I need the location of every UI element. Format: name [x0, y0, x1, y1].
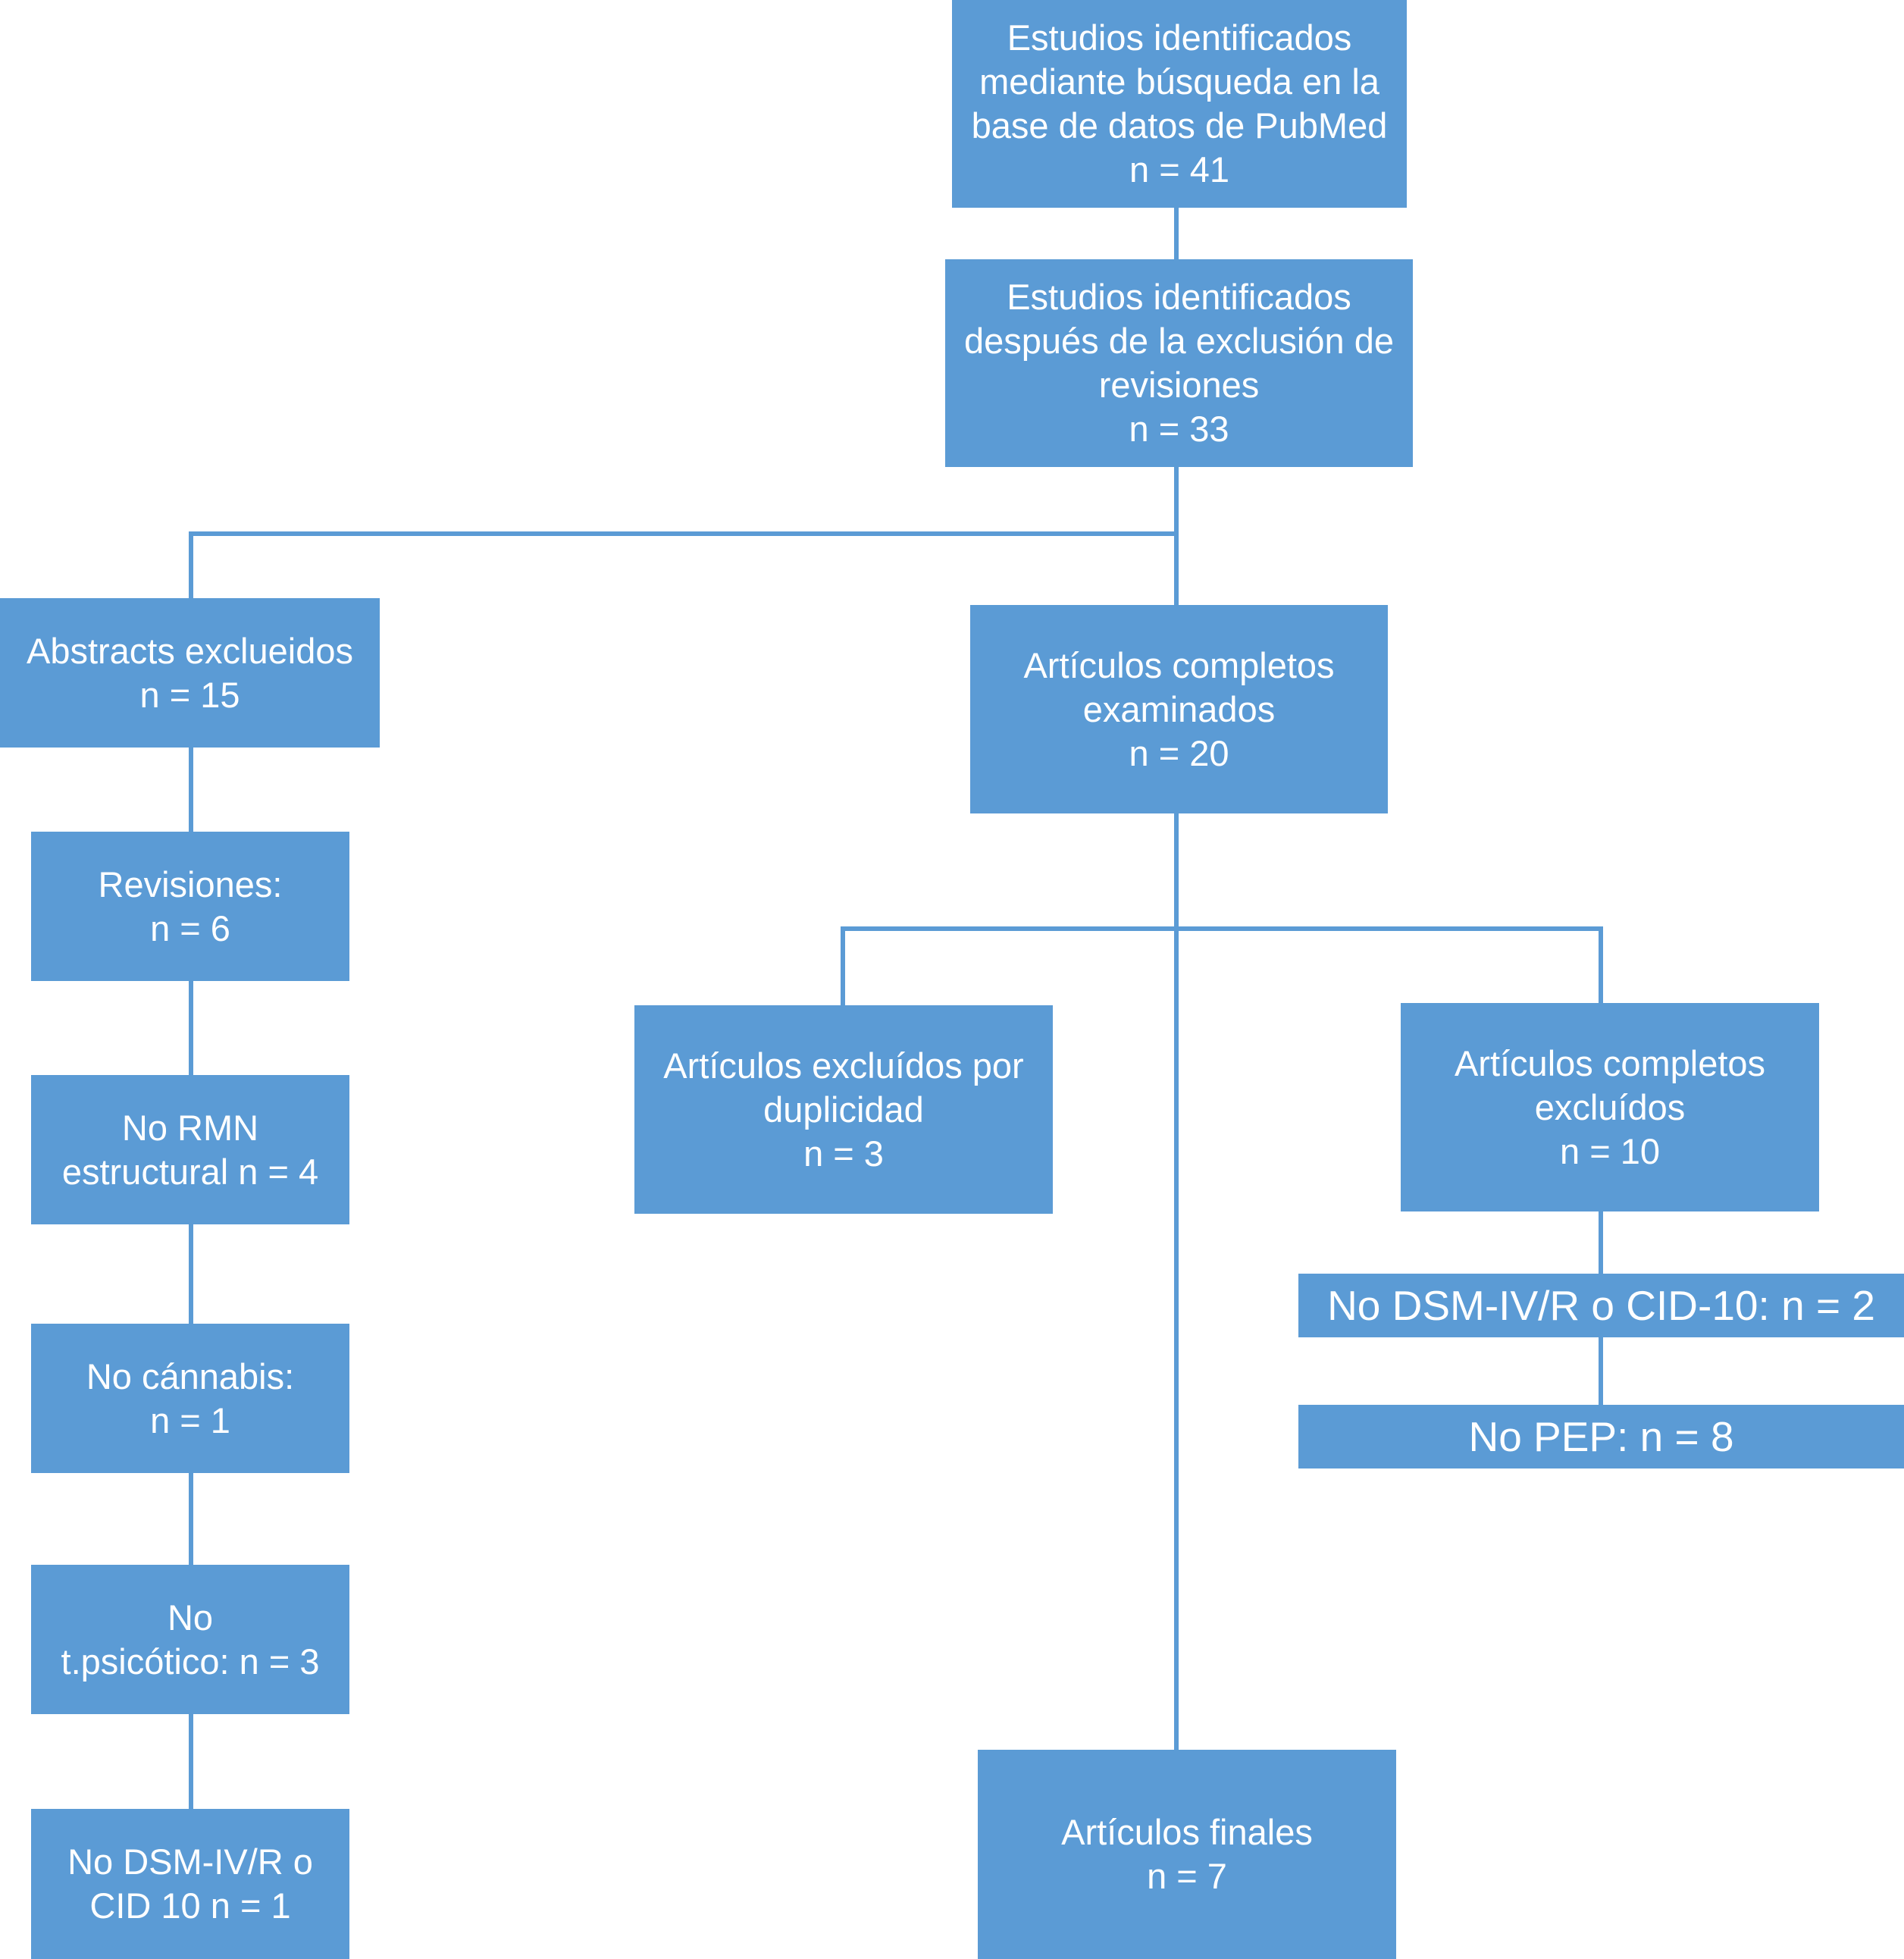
box-text-line: No DSM-IV/R o CID-10: n = 2 — [1327, 1282, 1875, 1329]
box-text-line: Artículos completos — [1023, 644, 1335, 685]
box-final-articles: Artículos finales n = 7 — [978, 1750, 1396, 1959]
box-text-line: n = 33 — [1129, 409, 1229, 449]
box-full-articles-examined: Artículos completos examinados n = 20 — [970, 605, 1388, 813]
box-text-line: Abstracts exclueidos — [26, 630, 354, 671]
box-text-line: Estudios identificados — [1007, 17, 1352, 58]
box-text-line: n = 10 — [1560, 1130, 1660, 1171]
box-text-line: revisiones — [1098, 365, 1260, 405]
box-text-line: examinados — [1082, 688, 1276, 729]
box-text-line: Artículos excluídos por — [663, 1045, 1024, 1086]
box-text-line: estructural n = 4 — [61, 1151, 319, 1192]
box-text-line: Artículos completos — [1454, 1042, 1766, 1083]
box-text-line: n = 41 — [1129, 149, 1229, 190]
box-text-line: Estudios identificados — [1007, 277, 1351, 317]
box-text-line: CID 10 n = 1 — [89, 1885, 291, 1926]
box-text-line: después de la exclusión de — [963, 321, 1394, 361]
box-text-line: excluídos — [1534, 1086, 1686, 1127]
box-text-line: No RMN — [121, 1107, 259, 1148]
box-text-line: mediante búsqueda en la — [979, 61, 1379, 102]
box-reviews: Revisiones: n = 6 — [31, 832, 349, 981]
box-no-structural-mri: No RMN estructural n = 4 — [31, 1075, 349, 1224]
box-no-dsm-icd-right: No DSM-IV/R o CID-10: n = 2 — [1298, 1274, 1904, 1337]
box-text-line: n = 1 — [150, 1400, 230, 1440]
box-text-line: n = 15 — [139, 674, 240, 715]
box-no-pep: No PEP: n = 8 — [1298, 1405, 1904, 1468]
box-no-cannabis: No cánnabis: n = 1 — [31, 1324, 349, 1473]
box-text-line: base de datos de PubMed — [971, 105, 1388, 146]
box-text-line: Artículos finales — [1061, 1812, 1313, 1852]
box-pubmed-identified: Estudios identificados mediante búsqueda… — [952, 0, 1407, 208]
box-no-dsm-icd-left: No DSM-IV/R o CID 10 n = 1 — [31, 1809, 349, 1959]
box-text-line: No PEP: n = 8 — [1468, 1413, 1734, 1460]
box-after-review-exclusion: Estudios identificados después de la exc… — [945, 259, 1413, 467]
box-text-line: No — [167, 1597, 214, 1638]
box-text-line: Revisiones: — [98, 864, 283, 904]
box-text-line: No DSM-IV/R o — [67, 1841, 313, 1882]
box-text-line: No cánnabis: — [86, 1356, 295, 1396]
box-abstracts-excluded: Abstracts exclueidos n = 15 — [0, 598, 380, 748]
box-text-line: t.psicótico: n = 3 — [61, 1641, 320, 1682]
box-full-articles-excluded: Artículos completos excluídos n = 10 — [1401, 1003, 1819, 1211]
box-text-line: n = 20 — [1129, 732, 1229, 773]
box-text-line: n = 6 — [150, 907, 230, 948]
box-text-line: duplicidad — [763, 1089, 924, 1130]
box-excluded-duplicates: Artículos excluídos por duplicidad n = 3 — [634, 1005, 1053, 1214]
box-text-line: n = 3 — [803, 1133, 884, 1174]
box-text-line: n = 7 — [1147, 1856, 1227, 1896]
box-no-psychotic-disorder: No t.psicótico: n = 3 — [31, 1565, 349, 1714]
